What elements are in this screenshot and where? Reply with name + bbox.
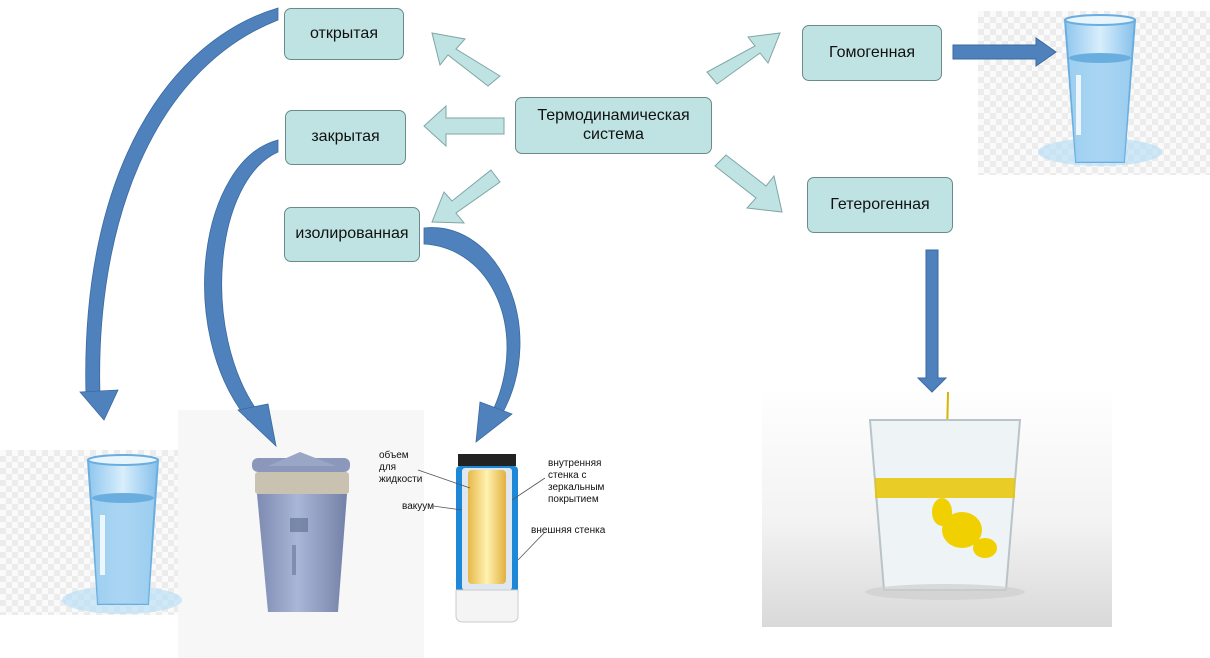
thermos-label-liquid-volume: объем для жидкости <box>379 450 423 485</box>
thermos-label-outer-wall: внешняя стенка <box>531 525 606 536</box>
closed-system-label: закрытая <box>311 128 380 146</box>
arrow-homogeneous-to-glass <box>952 37 1057 67</box>
arrow-to-closed <box>423 104 505 148</box>
homogeneous-label: Гомогенная <box>828 43 915 61</box>
curved-arrow-closed-to-mug <box>204 139 279 421</box>
homogeneous-node: Гомогенная <box>802 25 942 81</box>
open-system-node: открытая <box>284 8 404 60</box>
arrow-heterogeneous-to-oil <box>916 249 948 393</box>
root-node-label: Термодинамическая система <box>537 107 690 143</box>
heterogeneous-node: Гетерогенная <box>807 177 953 233</box>
heterogeneous-label: Гетерогенная <box>830 195 930 213</box>
arrow-to-heterogeneous <box>714 154 783 213</box>
water-glass-icon <box>1038 14 1162 166</box>
water-glass-icon-left <box>62 454 182 614</box>
oil-in-water-glass-icon <box>865 391 1025 600</box>
closed-system-node: закрытая <box>285 110 406 165</box>
thermos-diagram-icon <box>417 454 546 623</box>
root-node: Термодинамическая система <box>515 97 712 154</box>
curved-arrow-closed-head <box>237 403 277 448</box>
curved-arrow-isolated-head <box>475 401 513 443</box>
curved-arrow-open-to-glass <box>85 7 279 399</box>
arrow-to-homogeneous <box>706 32 781 85</box>
curved-arrow-isolated-to-thermos <box>423 227 521 415</box>
thermos-label-inner-wall: внутренняя стенка с зеркальным покрытием <box>548 458 605 505</box>
isolated-system-node: изолированная <box>284 207 420 262</box>
isolated-system-label: изолированная <box>295 225 409 243</box>
curved-arrow-open-head <box>79 389 119 421</box>
thermos-label-vacuum: вакуум <box>402 501 435 512</box>
arrow-to-open <box>431 32 501 87</box>
arrow-to-isolated <box>431 169 501 224</box>
travel-mug-icon <box>252 452 350 612</box>
open-system-label: открытая <box>310 24 378 42</box>
